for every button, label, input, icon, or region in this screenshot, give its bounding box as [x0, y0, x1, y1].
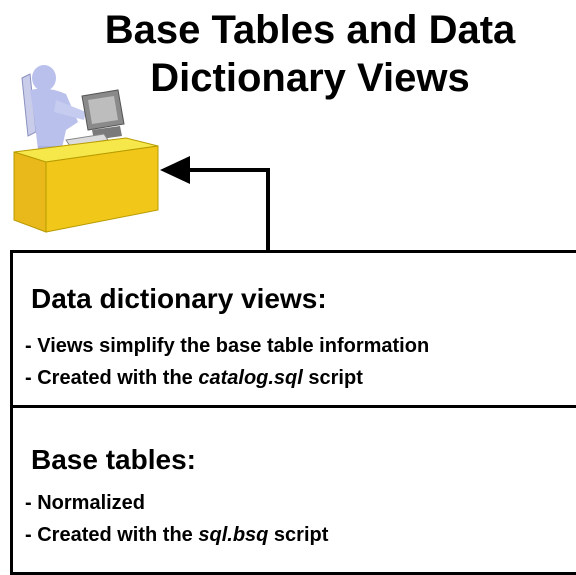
base-tables-heading: Base tables: — [31, 444, 196, 475]
base-bullet-2-prefix: - Created with the — [25, 524, 199, 546]
base-tables-box: Base tables: - Normalized - Created with… — [10, 405, 576, 575]
title-line-2: Dictionary Views — [150, 56, 470, 100]
title-line-1: Base Tables and Data — [104, 8, 516, 52]
bsq-script-name: sql.bsq — [198, 524, 269, 546]
data-dictionary-views-box: Data dictionary views: - Views simplify … — [10, 250, 576, 408]
views-bullet-2-prefix: - Created with the — [25, 367, 199, 389]
catalog-script-name: catalog.sql — [198, 367, 303, 389]
base-bullet-1: - Normalized — [25, 492, 146, 514]
base-bullet-2: - Created with the sql.bsq script — [25, 524, 328, 547]
views-heading: Data dictionary views: — [31, 283, 327, 314]
views-bullet-2-suffix: script — [302, 367, 363, 389]
connector-arrow — [160, 156, 270, 250]
views-bullet-1: - Views simplify the base table informat… — [25, 335, 430, 357]
views-bullet-2: - Created with the catalog.sql script — [25, 367, 363, 390]
page-title: Base Tables and Data Dictionary Views — [60, 6, 560, 102]
base-bullet-2-suffix: script — [268, 524, 329, 546]
person-at-computer-desk-icon — [13, 65, 159, 233]
